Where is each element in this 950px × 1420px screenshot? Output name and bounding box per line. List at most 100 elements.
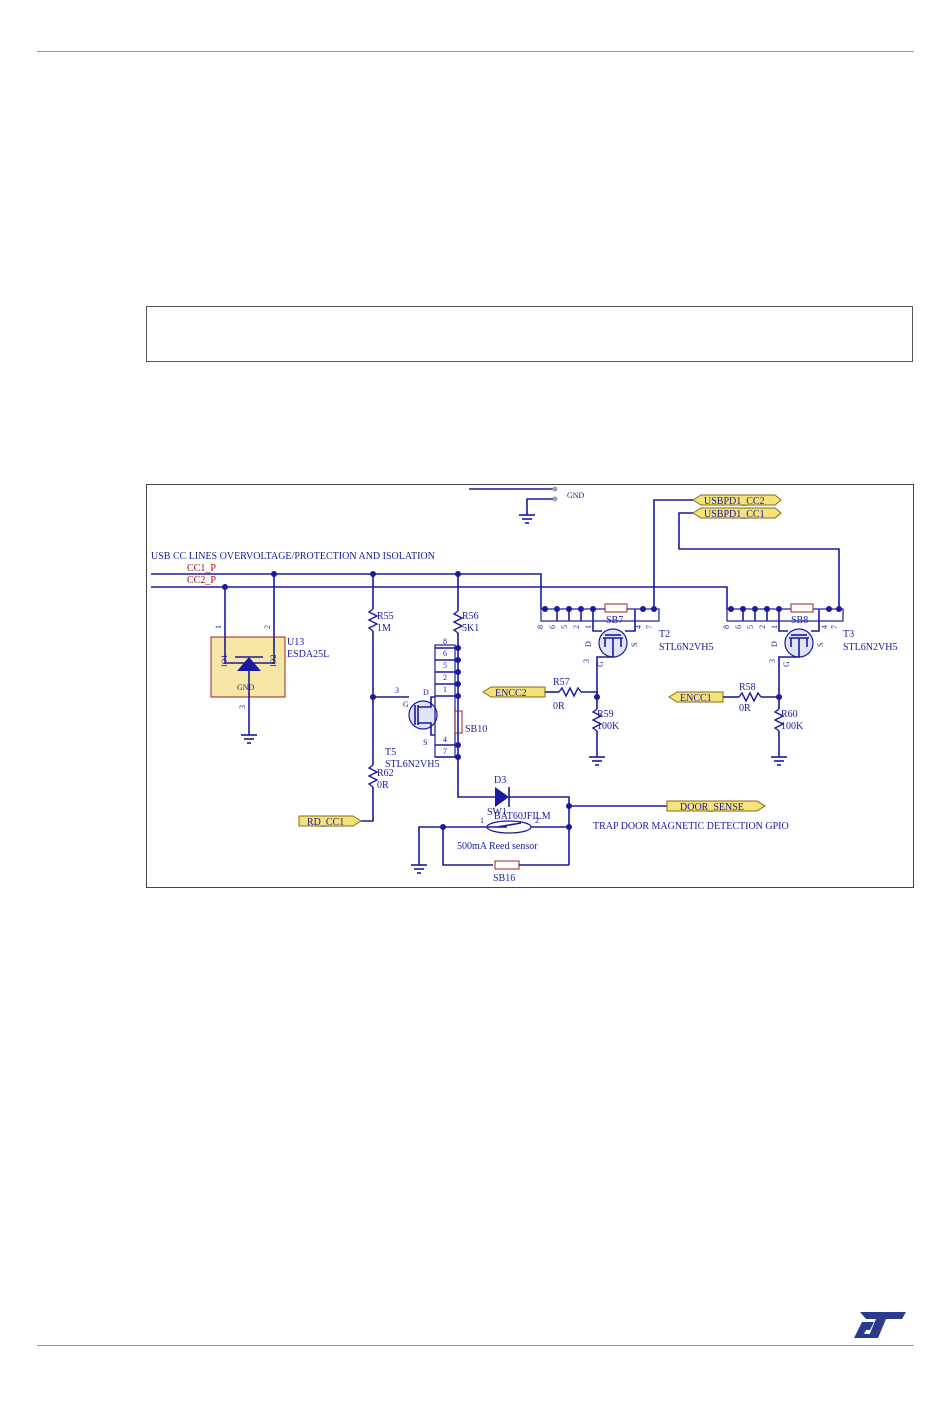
svg-text:SB8: SB8 (791, 615, 808, 626)
r62-resistor: R62 0R (361, 764, 394, 822)
svg-text:7: 7 (645, 625, 654, 629)
svg-text:4: 4 (820, 625, 829, 629)
cc1-line (151, 573, 542, 609)
svg-text:2: 2 (263, 625, 272, 629)
svg-text:2: 2 (443, 673, 447, 682)
d3-diode: D3 BAT60JFILM (457, 775, 570, 865)
svg-text:GND: GND (237, 683, 255, 692)
svg-text:2: 2 (758, 625, 767, 629)
svg-text:RD_CC1: RD_CC1 (307, 817, 344, 828)
svg-text:DOOR_SENSE: DOOR_SENSE (680, 802, 744, 813)
svg-text:T5: T5 (385, 747, 396, 758)
svg-text:SW1: SW1 (487, 807, 507, 818)
svg-text:R58: R58 (739, 682, 756, 693)
svg-text:G: G (403, 700, 409, 709)
svg-text:4: 4 (634, 625, 643, 629)
svg-text:D3: D3 (494, 775, 506, 786)
schematic-figure: .w { stroke:#1a1aa0; stroke-width:1.6; f… (146, 484, 914, 888)
sw1-reed-sensor: 1 2 SW1 500mA Reed sensor SB16 (411, 807, 569, 884)
svg-text:G: G (782, 661, 791, 667)
svg-text:500mA Reed sensor: 500mA Reed sensor (457, 841, 538, 852)
svg-text:ENCC1: ENCC1 (680, 693, 712, 704)
svg-text:0R: 0R (377, 780, 389, 791)
t2-mosfet: 8 6 5 2 1 4 7 SB7 D S G 3 T2 STL6N2VH5 (536, 603, 713, 667)
svg-text:1: 1 (443, 685, 447, 694)
svg-text:SB10: SB10 (465, 724, 487, 735)
gnd-connector: GND (469, 486, 585, 524)
svg-text:U13: U13 (287, 637, 304, 648)
svg-text:S: S (423, 738, 427, 747)
svg-text:T2: T2 (659, 629, 670, 640)
svg-text:1M: 1M (377, 623, 391, 634)
svg-text:BAT60JFILM: BAT60JFILM (494, 811, 551, 822)
svg-text:SB16: SB16 (493, 873, 515, 884)
svg-text:R56: R56 (462, 611, 479, 622)
sb10-jumper: SB10 (454, 710, 487, 735)
svg-text:S: S (630, 643, 639, 647)
t5-mosfet: 3 G D S T5 STL6N2VH5 (373, 644, 456, 770)
cc2-line (151, 586, 728, 609)
svg-text:7: 7 (830, 625, 839, 629)
svg-text:STL6N2VH5: STL6N2VH5 (659, 642, 713, 653)
svg-text:1: 1 (770, 625, 779, 629)
t5-pin-stack: 8 6 5 2 1 4 7 (435, 637, 458, 758)
note-box (146, 306, 913, 362)
u13-esda25l: IO1 IO2 GND 1 2 3 U13 ESDA25L (210, 574, 329, 744)
svg-text:8: 8 (536, 625, 545, 629)
svg-text:SB7: SB7 (606, 615, 623, 626)
svg-text:D: D (770, 641, 779, 647)
svg-text:0R: 0R (553, 701, 565, 712)
r55-resistor: R55 1M (367, 574, 394, 765)
svg-text:3: 3 (768, 659, 777, 663)
r57-resistor: R57 0R (545, 677, 598, 712)
svg-text:1: 1 (214, 625, 223, 629)
svg-text:3: 3 (238, 705, 247, 709)
svg-text:100K: 100K (597, 721, 620, 732)
svg-text:2: 2 (572, 625, 581, 629)
svg-text:S: S (816, 643, 825, 647)
svg-text:8: 8 (443, 637, 447, 646)
svg-text:1: 1 (480, 816, 484, 825)
svg-text:IO1: IO1 (220, 655, 229, 667)
svg-text:1: 1 (584, 625, 593, 629)
svg-text:D: D (584, 641, 593, 647)
svg-text:R62: R62 (377, 768, 394, 779)
door-sense-flag: DOOR_SENSE (666, 800, 766, 813)
usbpd1-cc1-flag: USBPD1_CC1 (692, 507, 782, 520)
usbpd1-cc2-flag: USBPD1_CC2 (692, 494, 782, 507)
svg-text:5K1: 5K1 (462, 623, 479, 634)
svg-text:5: 5 (560, 625, 569, 629)
svg-text:3: 3 (582, 659, 591, 663)
svg-text:IO2: IO2 (269, 655, 278, 667)
footer-rule (37, 1345, 914, 1346)
rd-cc1-flag: RD_CC1 (298, 815, 362, 828)
svg-text:3: 3 (395, 686, 399, 695)
svg-text:8: 8 (722, 625, 731, 629)
svg-text:100K: 100K (781, 721, 804, 732)
svg-text:4: 4 (443, 735, 447, 744)
diagram-title: USB CC LINES OVERVOLTAGE/PROTECTION AND … (151, 551, 435, 562)
svg-text:6: 6 (734, 625, 743, 629)
svg-text:STL6N2VH5: STL6N2VH5 (843, 642, 897, 653)
svg-text:ESDA25L: ESDA25L (287, 649, 329, 660)
r58-resistor: R58 0R (723, 682, 779, 714)
svg-text:D: D (423, 688, 429, 697)
door-detect-note: TRAP DOOR MAGNETIC DETECTION GPIO (593, 821, 789, 832)
svg-text:0R: 0R (739, 703, 751, 714)
svg-text:USBPD1_CC1: USBPD1_CC1 (704, 509, 765, 520)
svg-text:5: 5 (443, 661, 447, 670)
r60-resistor: R60 100K (771, 697, 804, 766)
r56-resistor: R56 5K1 (452, 574, 479, 785)
cc1-net-label: CC1_P (187, 563, 216, 574)
st-logo (854, 1312, 906, 1338)
encc2-flag: ENCC2 (482, 686, 546, 699)
r59-resistor: R59 100K (589, 697, 620, 766)
svg-text:R55: R55 (377, 611, 394, 622)
cc2-net-label: CC2_P (187, 575, 216, 586)
schematic: .w { stroke:#1a1aa0; stroke-width:1.6; f… (151, 486, 897, 884)
svg-text:T3: T3 (843, 629, 854, 640)
svg-text:2: 2 (535, 816, 539, 825)
svg-text:7: 7 (443, 747, 447, 756)
svg-text:6: 6 (548, 625, 557, 629)
svg-text:STL6N2VH5: STL6N2VH5 (385, 759, 439, 770)
